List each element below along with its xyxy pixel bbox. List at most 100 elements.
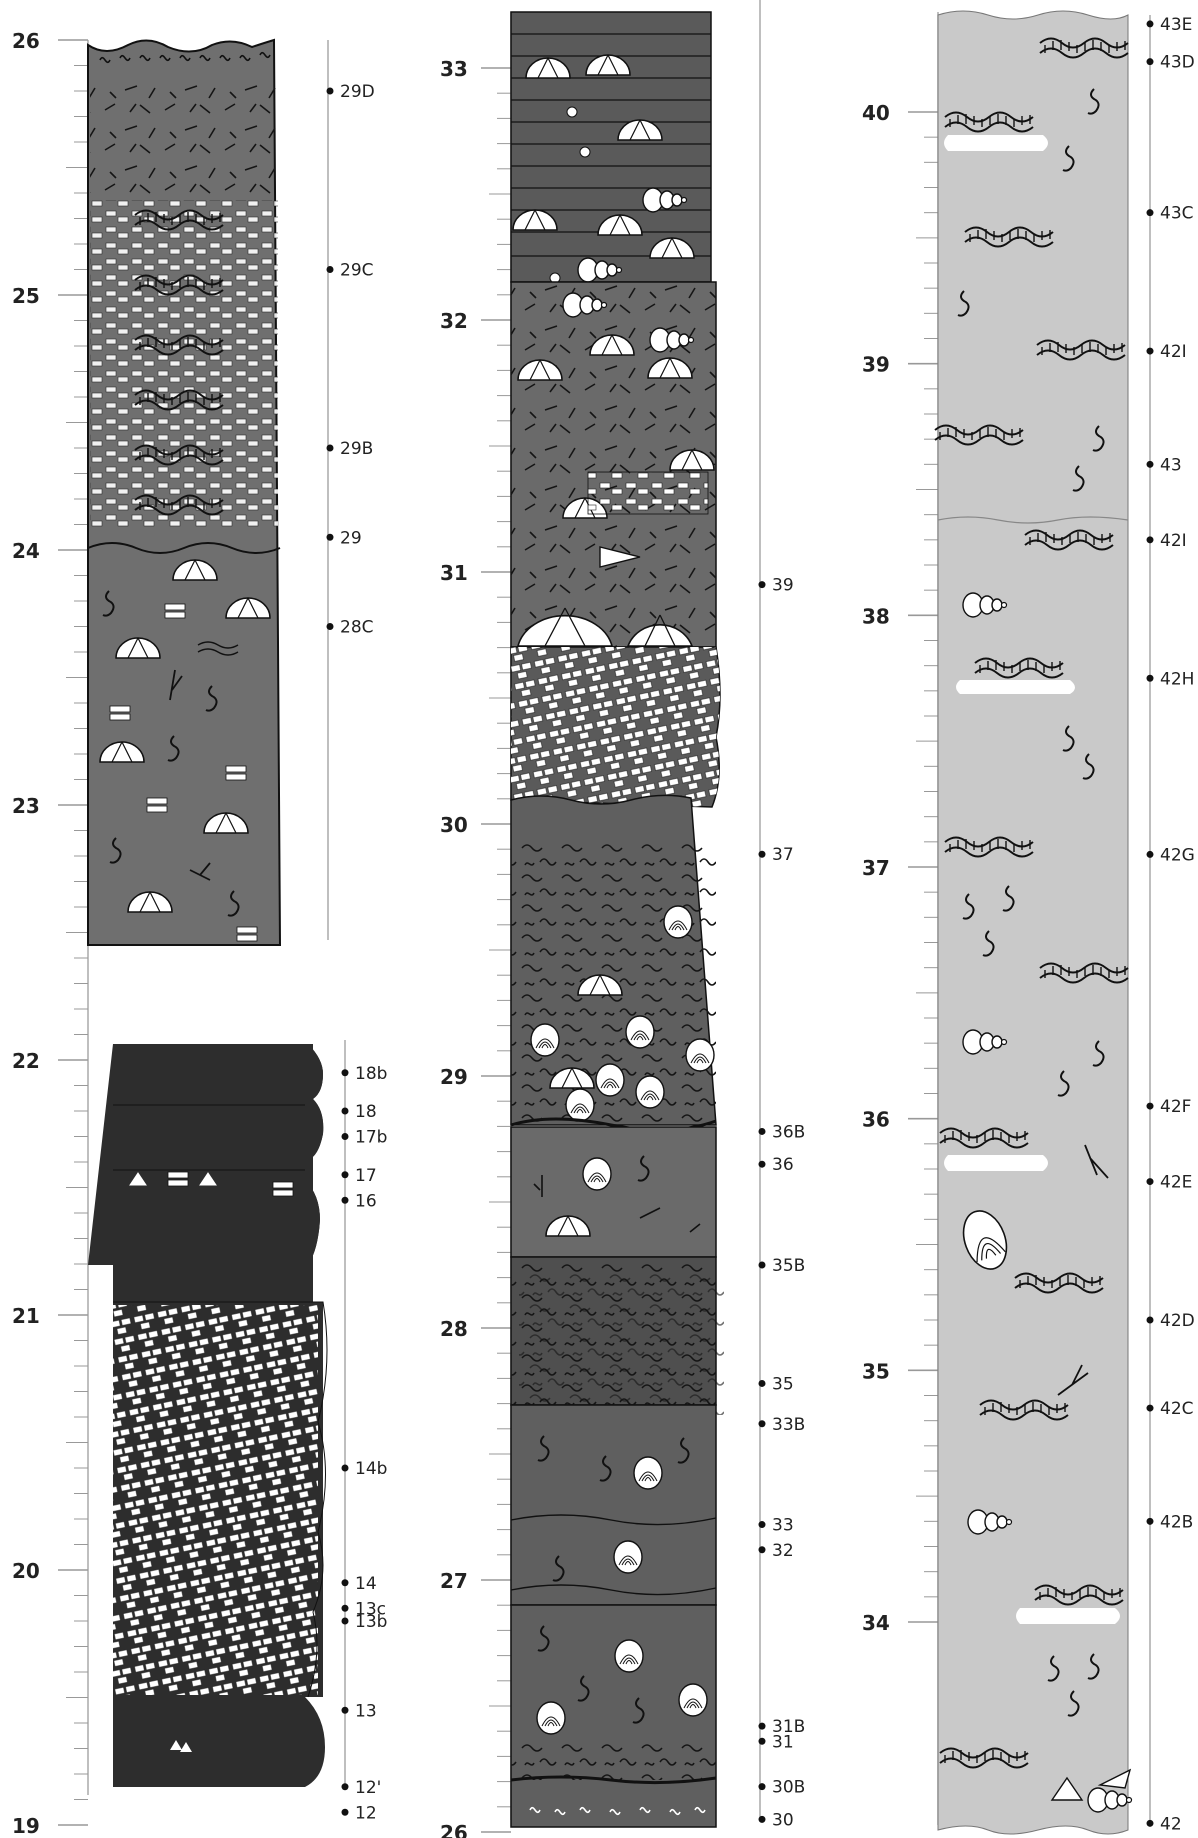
sample-marker [1146,850,1154,858]
scale-label: 23 [12,794,40,818]
sample-label: 37 [772,845,794,865]
sample-label: 31 [772,1732,794,1752]
sample-label: 43C [1160,204,1194,224]
sample-label: 42F [1160,1097,1191,1117]
sample-marker [1146,1517,1154,1525]
sample-label: 42G [1160,845,1195,865]
scale-label: 36 [862,1108,890,1132]
sample-label: 29B [340,439,373,459]
sample-marker [1146,1102,1154,1110]
sample-marker [326,87,334,95]
scale-label: 22 [12,1049,40,1073]
sample-label: 30 [772,1810,794,1830]
strata-column-2 [510,11,724,1828]
sample-label: 36 [772,1155,794,1175]
sample-marker [758,1783,766,1791]
sample-marker [758,1521,766,1529]
sample-label: 35 [772,1374,794,1394]
sample-label: 18 [355,1102,377,1122]
sample-label: 33B [772,1415,805,1435]
sample-marker [758,1722,766,1730]
sample-label: 43 [1160,455,1182,475]
sample-marker [758,1737,766,1745]
upper-section-column-1 [87,38,282,946]
scale-label: 24 [12,539,40,563]
sample-marker [758,1420,766,1428]
sample-marker [1146,209,1154,217]
sample-label: 14b [355,1459,387,1479]
depth-scale-column-1 [58,39,89,1826]
scale-label: 28 [440,1317,468,1341]
sample-marker [1146,1178,1154,1186]
sample-label: 43D [1160,53,1195,73]
sample-label: 29 [340,528,362,548]
scale-label: 31 [440,561,468,585]
scale-label: 25 [12,284,40,308]
sample-marker [758,1546,766,1554]
sample-label: 33 [772,1516,794,1536]
sample-label: 32 [772,1541,794,1561]
sample-label: 42B [1160,1512,1193,1532]
strata-column-3 [934,10,1133,1835]
sample-marker [341,1464,349,1472]
scale-label: 26 [12,29,40,53]
sample-marker [1146,347,1154,355]
sample-label: 14 [355,1574,377,1594]
sample-marker [758,1127,766,1135]
scale-label: 34 [862,1611,890,1635]
sample-label: 12 [355,1803,377,1823]
sample-marker [1146,1316,1154,1324]
scale-label: 30 [440,813,468,837]
scale-label: 33 [440,57,468,81]
sample-markers-column-1: 29D29C29B2928C18b1817b171614b1413c13b131… [326,82,387,1823]
sample-marker [341,1617,349,1625]
depth-scale-column-3 [908,12,939,1825]
sample-label: 43E [1160,15,1192,35]
sample-marker [758,1815,766,1823]
scale-label: 32 [440,309,468,333]
scale-label: 20 [12,1559,40,1583]
scale-label: 35 [862,1359,890,1383]
sample-label: 42H [1160,669,1194,689]
sample-label: 13c [355,1599,386,1619]
sample-label: 39 [772,576,794,596]
scale-label: 38 [862,604,890,628]
scale-label: 21 [12,1304,40,1328]
sample-marker [341,1604,349,1612]
sample-marker [1146,58,1154,66]
sample-label: 42I [1160,531,1187,551]
sample-label: 12' [355,1778,381,1798]
sample-marker [341,1171,349,1179]
scale-label: 29 [440,1065,468,1089]
sample-marker [326,533,334,541]
sample-marker [1146,460,1154,468]
sample-label: 17 [355,1166,377,1186]
sample-marker [341,1783,349,1791]
depth-scale-column-2 [481,12,512,1833]
sample-marker [326,444,334,452]
sample-marker [758,1160,766,1168]
scale-label: 26 [440,1821,468,1838]
sample-label: 31B [772,1717,805,1737]
sample-marker [758,1261,766,1269]
sample-marker [1146,674,1154,682]
lower-section-column-1 [88,1044,328,1787]
sample-label: 13 [355,1701,377,1721]
sample-label: 16 [355,1191,377,1211]
sample-marker [1146,1404,1154,1412]
scale-label: 39 [862,353,890,377]
scale-label: 40 [862,101,890,125]
sample-marker [758,581,766,589]
sample-marker [326,623,334,630]
sample-label: 30B [772,1778,805,1798]
sample-marker [341,1196,349,1204]
sample-label: 29C [340,261,374,281]
sample-label: 28C [340,618,374,638]
